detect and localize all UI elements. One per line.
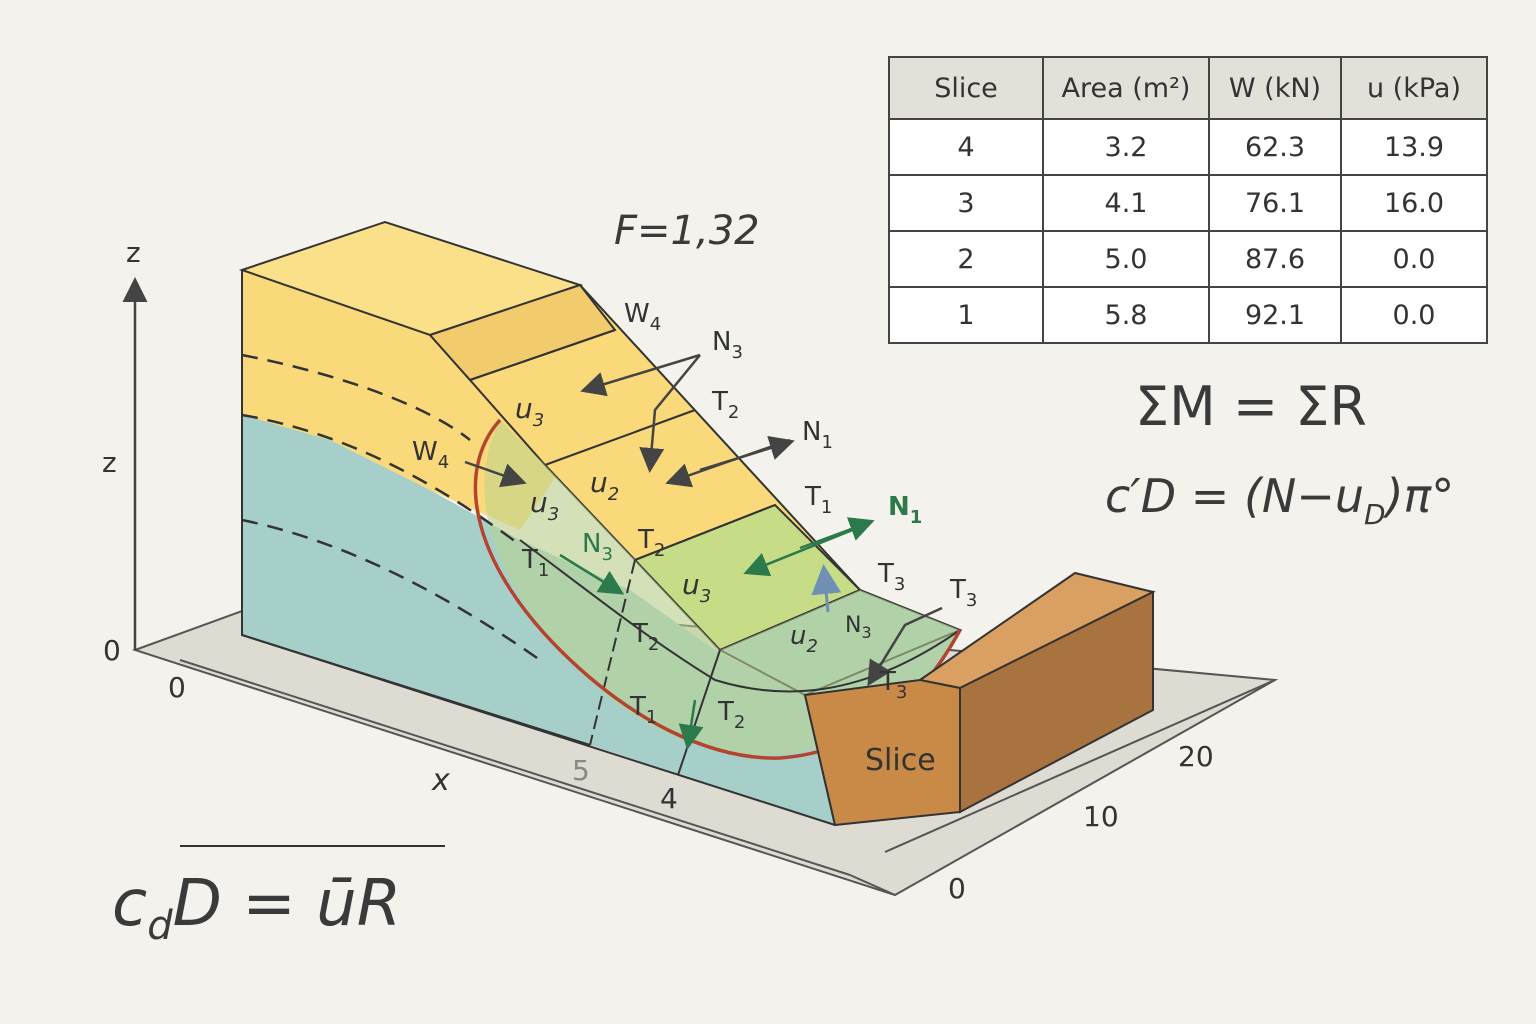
dashed-boundary-2	[241, 413, 521, 547]
z-axis-label-top: z	[126, 236, 141, 269]
base-line	[241, 634, 591, 746]
bottom-equation: cdD = ūR	[112, 867, 401, 949]
table-cell: 92.1	[1208, 286, 1342, 344]
resisting-equation: c′D = (N−uD)π°	[1105, 469, 1454, 531]
arrow-t1-green	[559, 553, 625, 595]
table-header-row: Slice Area (m²) W (kN) u (kPa)	[888, 56, 1488, 120]
arrow-n3-a	[580, 353, 701, 397]
label-u2-b: u2	[790, 621, 818, 657]
toe-block-front	[803, 678, 961, 827]
x-tick-5: 5	[572, 754, 590, 787]
label-t1-lower: T1	[629, 692, 657, 728]
failure-zone	[484, 420, 960, 756]
label-n3-top: N3	[712, 327, 743, 363]
z-axis-label-mid: z	[102, 446, 117, 479]
table-cell: 76.1	[1208, 174, 1342, 232]
slice-line-1	[469, 329, 616, 381]
table-cell: 62.3	[1208, 118, 1342, 176]
table-row: 3 4.1 76.1 16.0	[888, 174, 1488, 232]
table-cell: 87.6	[1208, 230, 1342, 288]
label-w4-top: W4	[624, 299, 661, 335]
table-cell: 0.0	[1340, 230, 1488, 288]
label-t2-mid: T2	[637, 525, 665, 561]
label-u3-a: u3	[515, 392, 544, 431]
arrow-w4	[464, 460, 527, 488]
column-header: W (kN)	[1208, 56, 1342, 120]
arrow-u2-blue	[811, 564, 842, 613]
yellow-soil-layer	[242, 270, 560, 530]
arrow-n3-b	[639, 354, 701, 473]
label-u2-a: u2	[590, 466, 619, 505]
table-cell: 3.2	[1042, 118, 1210, 176]
depth-axis	[884, 679, 1276, 853]
dashed-boundary-1	[241, 353, 471, 441]
label-n3-mid: N3	[582, 529, 613, 565]
table-row: 4 3.2 62.3 13.9	[888, 118, 1488, 176]
origin-label: 0	[103, 634, 121, 667]
slice-divider-b	[677, 649, 721, 776]
label-t2-top: T2	[711, 387, 739, 423]
depth-tick-10: 10	[1083, 800, 1119, 833]
slice-line-2	[544, 409, 696, 466]
slice-block-label: Slice	[865, 743, 936, 778]
slice-divider-a	[589, 559, 636, 746]
factor-of-safety: F=1,32	[614, 208, 760, 254]
label-u3-b: u3	[530, 486, 559, 525]
x-axis-label: x	[431, 763, 450, 798]
x-tick-4: 4	[660, 782, 678, 815]
table-cell: 4.1	[1042, 174, 1210, 232]
label-t3-b: T3	[949, 575, 977, 611]
depth-tick-0: 0	[948, 872, 966, 905]
x-origin-label: 0	[168, 671, 186, 704]
column-header: Slice	[888, 56, 1044, 120]
label-t2-bottom: T2	[717, 697, 745, 733]
label-n1-green: N1	[888, 492, 922, 528]
table-cell: 3	[888, 174, 1044, 232]
slice-data-table: Slice Area (m²) W (kN) u (kPa) 4 3.2 62.…	[888, 56, 1488, 344]
column-header: u (kPa)	[1340, 56, 1488, 120]
table-cell: 1	[888, 286, 1044, 344]
label-u3-c: u3	[682, 568, 711, 607]
slice-line-3	[634, 504, 776, 561]
label-n3-small: N3	[845, 613, 872, 642]
label-t3-c: T3	[879, 667, 907, 703]
arrow-n1-green-out	[799, 517, 875, 550]
table-cell: 13.9	[1340, 118, 1488, 176]
dashed-boundary-3	[241, 518, 541, 662]
label-w4-left: W4	[412, 437, 449, 473]
depth-axis-end	[849, 874, 896, 896]
table-row: 2 5.0 87.6 0.0	[888, 230, 1488, 288]
label-n1-right: N1	[802, 417, 833, 453]
table-cell: 0.0	[1340, 286, 1488, 344]
table-row: 1 5.8 92.1 0.0	[888, 286, 1488, 344]
ground-edge-front	[179, 659, 851, 876]
table-cell: 5.0	[1042, 230, 1210, 288]
table-cell: 4	[888, 118, 1044, 176]
arrow-t3	[867, 606, 943, 687]
table-cell: 16.0	[1340, 174, 1488, 232]
label-t2-lower: T2	[631, 619, 659, 655]
label-t1-left: T1	[521, 545, 549, 581]
moment-balance-equation: ΣM = ΣR	[1135, 375, 1367, 438]
arrow-t2-green	[678, 699, 704, 750]
column-header: Area (m²)	[1042, 56, 1210, 120]
label-t1-right: T1	[804, 482, 832, 518]
label-t3-a: T3	[877, 559, 905, 595]
depth-tick-20: 20	[1178, 740, 1214, 773]
table-cell: 2	[888, 230, 1044, 288]
table-cell: 5.8	[1042, 286, 1210, 344]
arrow-n1-out	[699, 436, 795, 472]
